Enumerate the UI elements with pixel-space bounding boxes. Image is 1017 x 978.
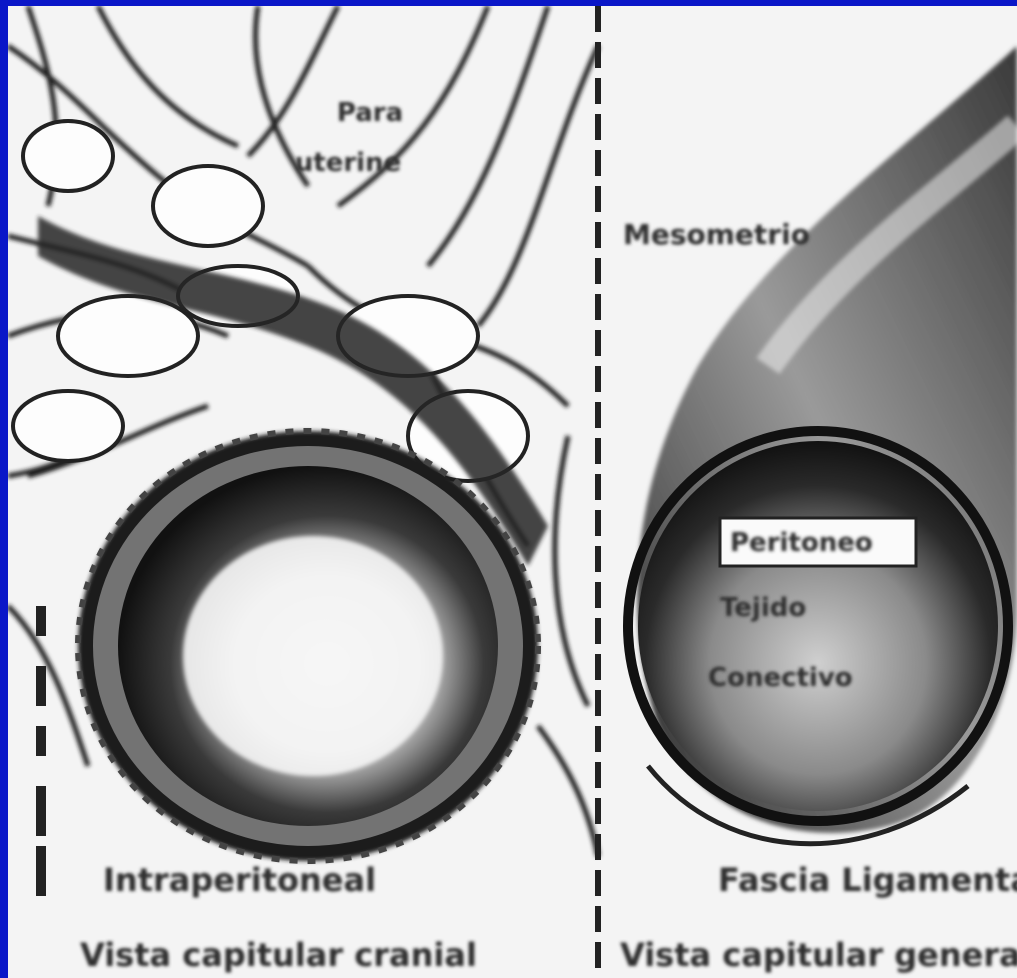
label-intraperitoneal: Intraperitoneal [103,861,376,899]
label-fascia: Fascia Ligamentaria [718,861,1017,899]
label-uterine: uterine [295,148,401,178]
label-tejido: Tejido [720,593,806,623]
illustration-canvas: Para uterine Intraperitoneal Vista capit… [8,6,1017,978]
label-mesometrio: Mesometrio [623,218,810,251]
caption-right: Vista capitular general [620,936,1017,974]
left-large-cell [78,431,538,861]
caption-left: Vista capitular cranial [80,936,477,974]
right-anatomy [628,46,1017,844]
label-conectivo: Conectivo [708,663,853,693]
anatomy-illustration: Para uterine Intraperitoneal Vista capit… [8,6,1017,978]
label-para: Para [337,98,403,128]
label-peritoneo: Peritoneo [730,528,873,558]
